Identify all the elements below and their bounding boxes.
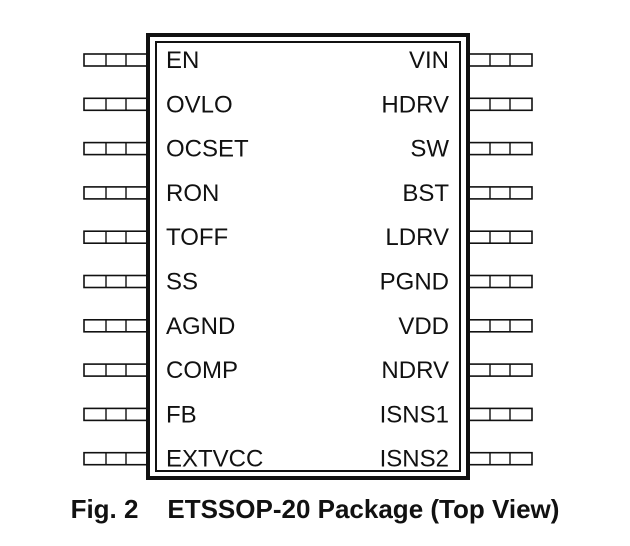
pin-label-vin: VIN (409, 47, 449, 74)
pin-label-hdrv: HDRV (381, 91, 449, 118)
pin-label-ovlo: OVLO (166, 91, 233, 118)
package-body-outer (146, 33, 470, 480)
pin-label-en: EN (166, 47, 199, 74)
pin-label-isns1: ISNS1 (380, 401, 449, 428)
pin-lead-right (467, 451, 533, 466)
pin-lead-right (467, 407, 533, 422)
pin-label-agnd: AGND (166, 313, 235, 340)
pin-lead-left (83, 274, 149, 289)
pin-label-ss: SS (166, 269, 198, 296)
pin-label-fb: FB (166, 401, 197, 428)
pin-label-sw: SW (410, 136, 449, 163)
package-diagram: EN OVLO OCSET RON TOFF SS AGND COMP FB EXTVCC VIN H… (83, 33, 533, 480)
pin-lead-left (83, 318, 149, 333)
pin-lead-left (83, 97, 149, 112)
pin-label-ldrv: LDRV (385, 224, 449, 251)
pin-lead-left (83, 451, 149, 466)
pin-lead-right (467, 274, 533, 289)
package-body-inner (155, 41, 461, 472)
pin-lead-right (467, 318, 533, 333)
pin-lead-right (467, 186, 533, 200)
pin-label-ron: RON (166, 180, 219, 207)
pin-lead-left (83, 141, 149, 156)
pin-lead-right (467, 141, 533, 156)
pin-label-comp: COMP (166, 357, 238, 384)
pin-label-toff: TOFF (166, 224, 228, 251)
pin-label-isns2: ISNS2 (380, 446, 449, 473)
pin-label-bst: BST (402, 180, 449, 207)
pin-label-pgnd: PGND (380, 269, 449, 296)
pin-lead-right (467, 53, 533, 67)
figure-caption: Fig. 2 ETSSOP-20 Package (Top View) (70, 494, 560, 524)
pin-lead-left (83, 230, 149, 244)
pin-lead-left (83, 407, 149, 422)
pin-group: EN OVLO OCSET RON TOFF SS AGND COMP FB EXTVCC VIN H… (83, 47, 533, 473)
pin-lead-right (467, 363, 533, 377)
pin-lead-right (467, 97, 533, 112)
pin-label-ocset: OCSET (166, 136, 249, 163)
pin-lead-left (83, 363, 149, 377)
pin-label-ndrv: NDRV (381, 357, 449, 384)
pin-label-extvcc: EXTVCC (166, 446, 263, 473)
pin-lead-left (83, 186, 149, 200)
pin-lead-right (467, 230, 533, 244)
pin-label-vdd: VDD (398, 313, 449, 340)
pin-lead-left (83, 53, 149, 67)
